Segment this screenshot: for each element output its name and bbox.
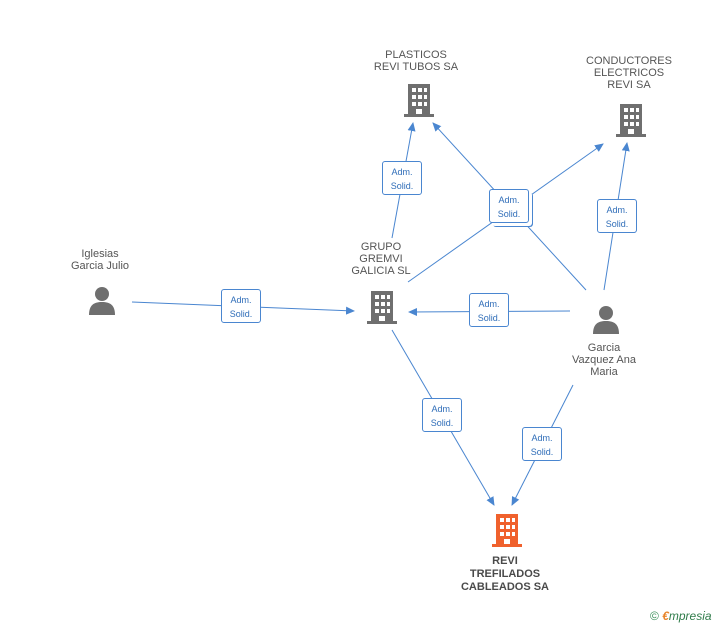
person-icon <box>89 287 115 315</box>
footer-watermark: © €mpresia <box>650 609 712 623</box>
edge-label-garcia-conductores: Adm. Solid. <box>597 199 637 233</box>
node-label-revi[interactable]: REVI TREFILADOS CABLEADOS SA <box>460 555 549 593</box>
copyright-symbol: © <box>650 609 659 623</box>
edge-label-garcia-revi: Adm. Solid. <box>522 427 562 461</box>
node-label-garcia[interactable]: Garcia Vazquez Ana Maria <box>571 342 636 378</box>
edge-label-stacked: Adm. Solid. <box>489 189 529 223</box>
building-icon <box>367 291 397 324</box>
edge-label-iglesias-grupo: Adm. Solid. <box>221 289 261 323</box>
brand-logo: €mpresia <box>662 609 712 623</box>
node-label-iglesias[interactable]: Iglesias Garcia Julio <box>70 248 130 272</box>
person-icon <box>593 306 619 334</box>
building-icon <box>616 104 646 137</box>
building-icon <box>404 84 434 117</box>
edge-label-grupo-revi: Adm. Solid. <box>422 398 462 432</box>
edge-label-grupo-plasticos: Adm. Solid. <box>382 161 422 195</box>
node-label-plasticos[interactable]: PLASTICOS REVI TUBOS SA <box>373 49 459 73</box>
edge-label-garcia-grupo: Adm. Solid. <box>469 293 509 327</box>
node-label-conductores[interactable]: CONDUCTORES ELECTRICOS REVI SA <box>586 55 672 91</box>
node-label-grupo[interactable]: GRUPO GREMVI GALICIA SL <box>351 241 411 277</box>
focus-building-icon <box>492 514 522 547</box>
